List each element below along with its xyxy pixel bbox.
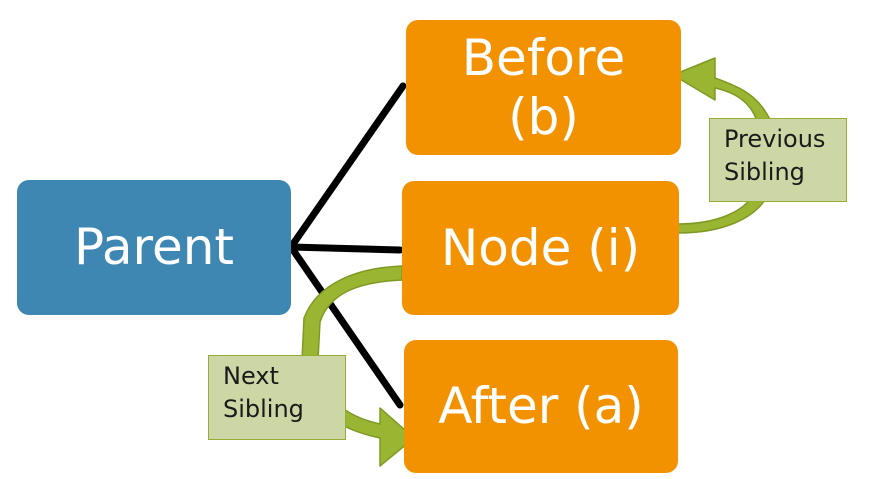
- after-node: After (a): [404, 340, 678, 473]
- connector-parent-before: [287, 82, 407, 251]
- after-label: After (a): [438, 377, 644, 435]
- previous-sibling-arrow: [672, 57, 773, 234]
- before-label: Before (b): [461, 28, 626, 146]
- previous-sibling-callout: Previous Sibling: [709, 118, 847, 202]
- before-node: Before (b): [406, 20, 681, 155]
- parent-label: Parent: [73, 218, 235, 276]
- node-label: Node (i): [440, 218, 641, 277]
- parent-node: Parent: [17, 180, 291, 315]
- connector-parent-node: [287, 243, 404, 254]
- current-node: Node (i): [402, 181, 679, 315]
- next-sibling-callout: Next Sibling: [208, 355, 346, 440]
- connector-parent-after: [287, 243, 404, 409]
